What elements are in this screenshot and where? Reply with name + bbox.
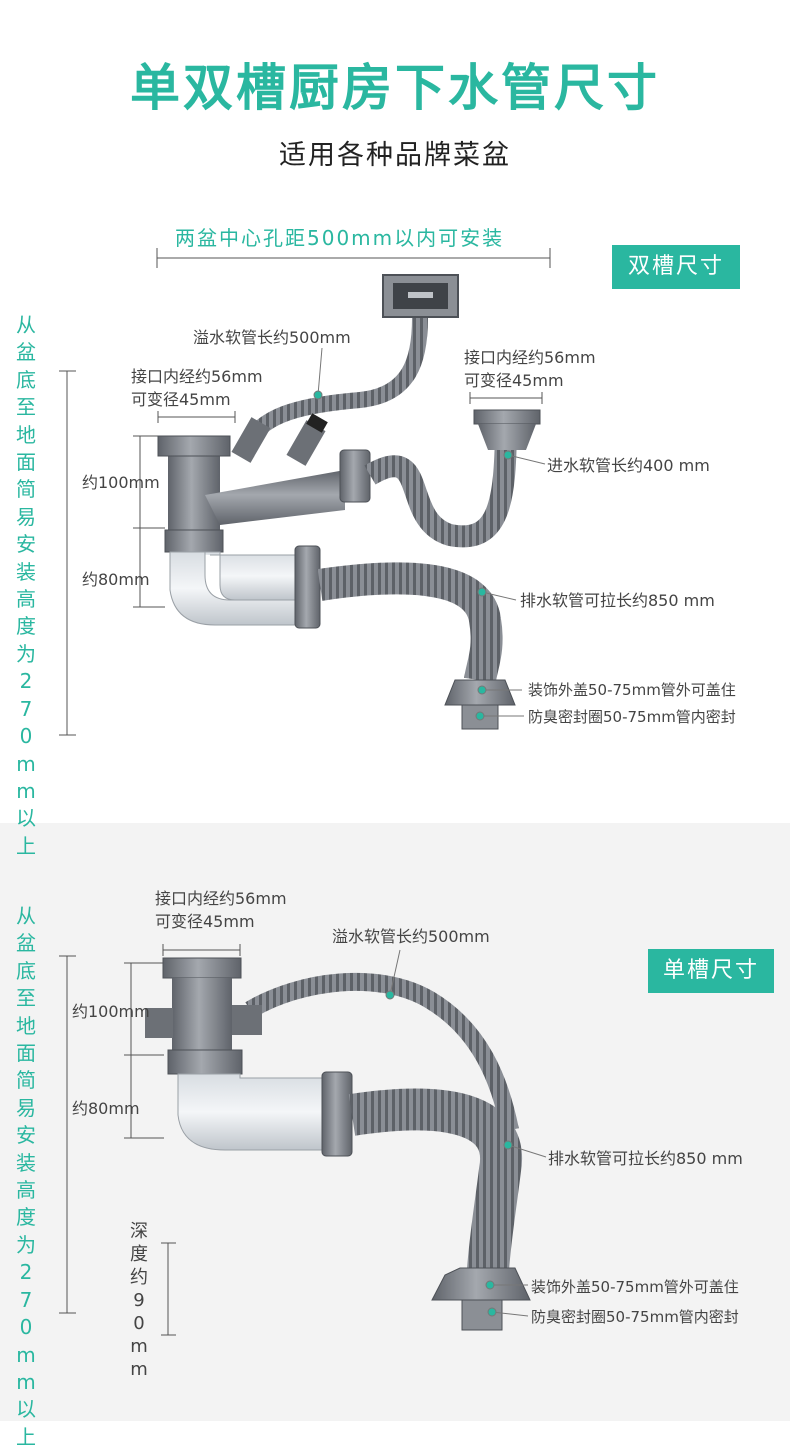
- single-leader-lines: [385, 949, 547, 1317]
- single-80mm-label: 约80mm: [72, 1099, 140, 1118]
- double-cover-label: 装饰外盖50-75mm管外可盖住: [528, 681, 736, 699]
- page-title: 单双槽厨房下水管尺寸: [130, 59, 660, 117]
- double-sink-badge: 双槽尺寸: [612, 245, 740, 289]
- single-100mm-label: 约100mm: [72, 1002, 150, 1021]
- double-height-note: 从盆底至地面简易安装高度为270mm以上: [16, 313, 36, 858]
- single-height-note: 从盆底至地面简易安装高度为270mm以上: [16, 904, 36, 1449]
- single-depth-label: 深度约90mm: [130, 1221, 148, 1380]
- single-sink-badge: 单槽尺寸: [648, 949, 774, 993]
- double-overflow-hose-label: 溢水软管长约500mm: [193, 328, 351, 347]
- double-leader-lines: [313, 347, 546, 721]
- double-seal-label: 防臭密封圈50-75mm管内密封: [528, 708, 736, 726]
- double-100mm-label: 约100mm: [82, 473, 160, 492]
- page-subtitle: 适用各种品牌菜盆: [279, 140, 511, 171]
- double-right-port-label-2: 可变径45mm: [464, 371, 564, 390]
- double-inlet-hose-label: 进水软管长约400 mm: [547, 456, 710, 475]
- double-hole-distance-label: 两盆中心孔距500mm以内可安装: [175, 226, 505, 250]
- single-seal-label: 防臭密封圈50-75mm管内密封: [531, 1308, 739, 1326]
- double-sink-drain-illustration: [157, 274, 541, 730]
- single-drain-hose-label: 排水软管可拉长约850 mm: [548, 1149, 743, 1168]
- double-left-port-label-2: 可变径45mm: [131, 390, 231, 409]
- single-port-label-1: 接口内经约56mm: [155, 889, 287, 908]
- double-right-port-label-1: 接口内经约56mm: [464, 348, 596, 367]
- double-drain-hose-label: 排水软管可拉长约850 mm: [520, 591, 715, 610]
- double-dimension-lines: [59, 248, 551, 736]
- double-left-port-label-1: 接口内经约56mm: [131, 367, 263, 386]
- single-port-label-2: 可变径45mm: [155, 912, 255, 931]
- double-80mm-label: 约80mm: [82, 570, 150, 589]
- single-dimension-lines: [59, 944, 241, 1336]
- single-overflow-hose-label: 溢水软管长约500mm: [332, 927, 490, 946]
- single-cover-label: 装饰外盖50-75mm管外可盖住: [531, 1278, 739, 1296]
- product-illustrations: [59, 248, 551, 1336]
- single-sink-drain-illustration: [145, 957, 531, 1331]
